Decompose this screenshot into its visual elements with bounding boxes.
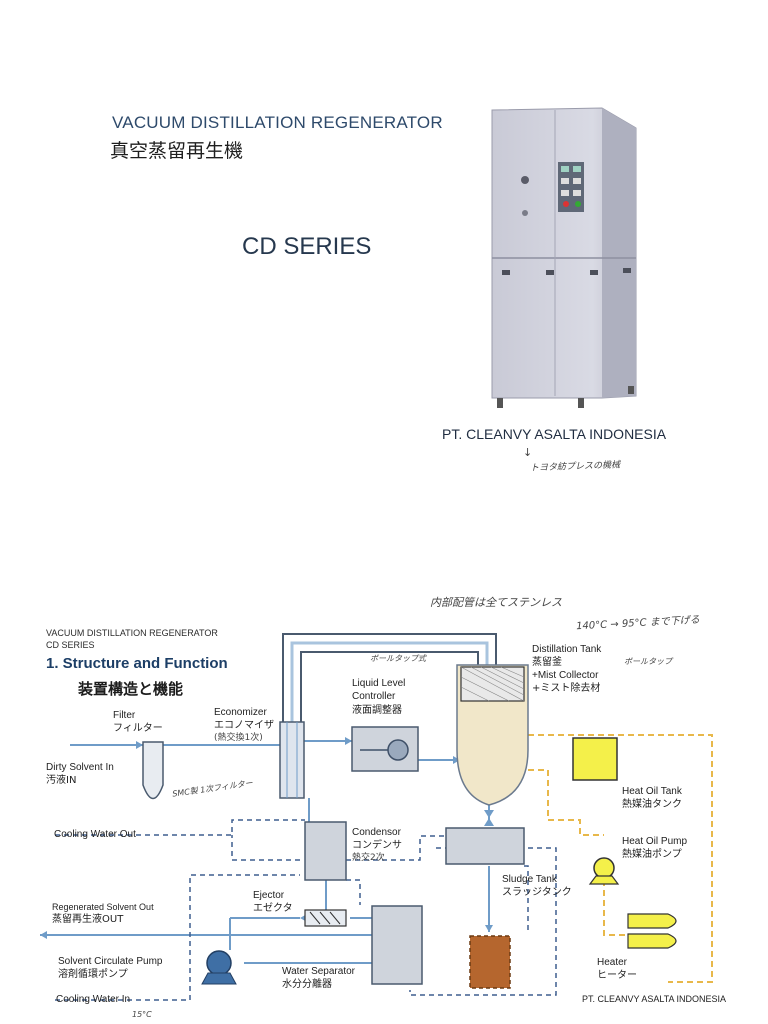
label-heater-en: Heater: [597, 957, 628, 968]
label-distillation-tank-en: Distillation Tank: [532, 644, 602, 655]
diagram-header-line1: VACUUM DISTILLATION REGENERATOR: [46, 628, 218, 638]
sludge-bucket: [469, 935, 511, 989]
label-sludge-tank-jp: スラッジタンク: [502, 887, 572, 898]
label-llc-en2: Controller: [352, 691, 396, 702]
label-mist-collector-en: +Mist Collector: [532, 670, 599, 681]
water-separator-unit: [371, 905, 423, 985]
condensor-unit: [304, 821, 347, 881]
handwritten-temp-in: 15°C: [132, 1010, 152, 1019]
label-distillation-tank-jp: 蒸留釜: [532, 657, 562, 668]
cover-title-jp: 真空蒸留再生機: [110, 140, 244, 162]
label-heat-oil-tank-en: Heat Oil Tank: [622, 786, 682, 797]
ejector-unit: [304, 909, 347, 927]
label-water-separator-jp: 水分分離器: [282, 979, 332, 990]
label-dirty-solvent-jp: 汚液IN: [46, 775, 77, 786]
label-regenerated-solvent-en: Regenerated Solvent Out: [52, 902, 154, 912]
label-heat-oil-pump-jp: 熱媒油ポンプ: [622, 849, 682, 860]
vapor-duct-inner: [290, 641, 489, 722]
label-mist-collector-jp: +ミスト除去材: [532, 683, 601, 694]
label-regenerated-solvent-jp: 蒸留再生液OUT: [52, 914, 124, 925]
solvent-circulate-pump: [201, 950, 237, 985]
cooling-water-dashed: [55, 819, 557, 1001]
label-heat-oil-tank-jp: 熱媒油タンク: [622, 799, 682, 810]
handwritten-ball-tap-type: ボールタップ式: [370, 654, 426, 663]
label-economizer-jp: エコノマイザ: [214, 720, 274, 731]
label-filter-jp: フィルター: [113, 723, 163, 734]
label-condensor-note: 熱交2次: [352, 853, 385, 863]
label-solvent-pump-en: Solvent Circulate Pump: [58, 956, 163, 967]
label-ejector-jp: エゼクタ: [253, 903, 293, 914]
filter-housing: [142, 741, 164, 800]
label-filter-en: Filter: [113, 710, 136, 721]
diagram-header-line2: CD SERIES: [46, 640, 95, 650]
cover-company-name: PT. CLEANVY ASALTA INDONESIA: [442, 426, 667, 442]
section-title-jp: 装置構造と機能: [78, 680, 184, 698]
label-dirty-solvent-en: Dirty Solvent In: [46, 762, 114, 773]
label-cooling-water-in: Cooling Water In: [56, 994, 131, 1005]
label-economizer-en: Economizer: [214, 707, 267, 718]
label-llc-en1: Liquid Level: [352, 678, 406, 689]
drain-valve-lower: [484, 818, 494, 826]
liquid-level-controller: [351, 726, 419, 772]
label-llc-jp: 液面調整器: [352, 705, 402, 716]
handwritten-piping-note: 内部配管は全てステンレス: [430, 596, 562, 609]
economizer-unit: [279, 721, 305, 799]
handwritten-arrow: ↓: [523, 446, 533, 459]
diagram-footer-company: PT. CLEANVY ASALTA INDONESIA: [582, 994, 727, 1004]
sludge-tank-unit: [445, 827, 525, 865]
label-condensor-en: Condensor: [352, 827, 401, 838]
machine-cabinet: [491, 107, 637, 408]
label-ejector-en: Ejector: [253, 890, 285, 901]
label-economizer-note: (熱交換1次): [214, 733, 263, 743]
heat-oil-tank: [572, 737, 618, 781]
cover-title-en: VACUUM DISTILLATION REGENERATOR: [112, 113, 443, 132]
distillation-tank: [456, 664, 529, 806]
label-heat-oil-pump-en: Heat Oil Pump: [622, 836, 688, 847]
label-water-separator-en: Water Separator: [282, 966, 355, 977]
label-cooling-water-out: Cooling Water Out: [54, 829, 136, 840]
section-title-en: 1. Structure and Function: [46, 655, 228, 672]
label-condensor-jp: コンデンサ: [352, 840, 402, 851]
heat-oil-pump: [588, 857, 620, 885]
heater-unit: [627, 913, 677, 949]
heat-oil-lines: [528, 734, 713, 983]
cover-series-title: CD SERIES: [242, 233, 372, 260]
label-heater-jp: ヒーター: [597, 970, 637, 981]
label-solvent-pump-jp: 溶剤循環ポンプ: [58, 969, 128, 980]
drain-valve: [484, 810, 494, 818]
label-sludge-tank-en: Sludge Tank: [502, 874, 557, 885]
handwritten-ball-tap: ボールタップ: [624, 657, 672, 666]
vapor-duct: [282, 633, 497, 722]
